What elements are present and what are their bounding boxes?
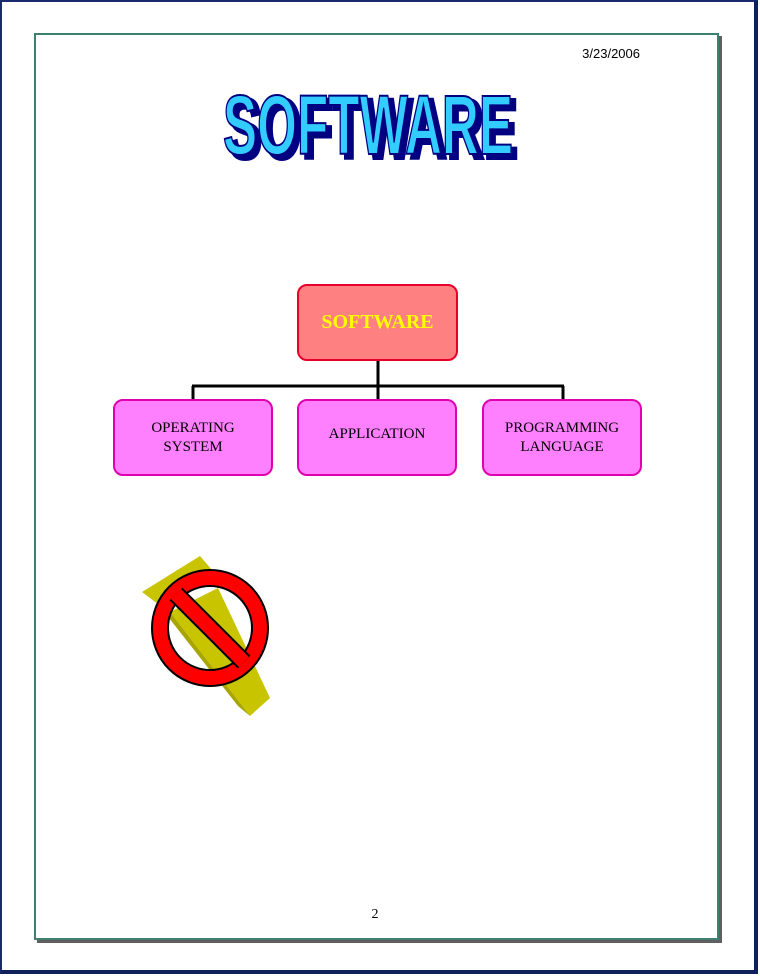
org-node-software[interactable]: SOFTWARE — [297, 284, 458, 361]
page-number: 2 — [371, 907, 379, 922]
page-border — [34, 33, 719, 940]
org-node-application[interactable]: APPLICATION — [297, 399, 457, 476]
org-node-operating-system[interactable]: OPERATING SYSTEM — [113, 399, 273, 476]
org-node-programming-language[interactable]: PROGRAMMING LANGUAGE — [482, 399, 642, 476]
no-symbol-icon — [142, 556, 270, 716]
wordart-title-text: SOFTWARE — [223, 78, 513, 172]
header-date: 3/23/2006 — [582, 46, 640, 61]
wordart-title: SOFTWARE SOFTWARE — [222, 77, 520, 178]
wordart-title-shadow: SOFTWARE — [228, 82, 518, 176]
